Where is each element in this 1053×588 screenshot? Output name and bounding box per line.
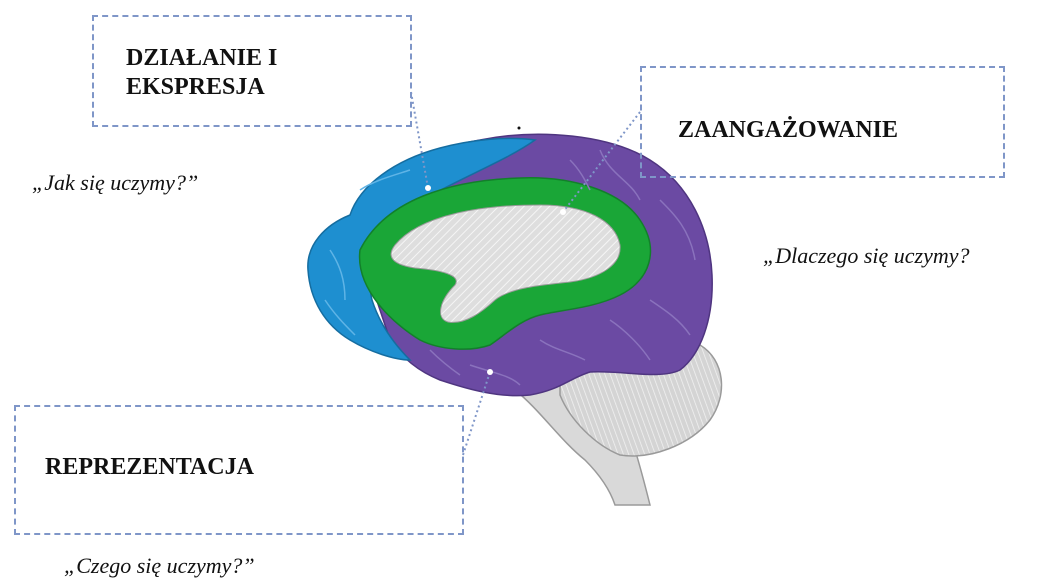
action-expression-question: „Jak się uczymy?” [32, 170, 198, 196]
pointer-dot-action [425, 185, 431, 191]
representation-question: „Czego się uczymy?” [64, 553, 255, 579]
action-expression-title: DZIAŁANIE I EKSPRESJA [126, 44, 277, 102]
engagement-title: ZAANGAŻOWANIE [678, 116, 898, 145]
representation-title: REPREZENTACJA [45, 453, 254, 482]
engagement-question: „Dlaczego się uczymy? [763, 243, 970, 269]
action-expression-title-line2: EKSPRESJA [126, 73, 277, 102]
action-expression-title-line1: DZIAŁANIE I [126, 44, 277, 73]
pointer-dot-engagement [560, 209, 566, 215]
pointer-dot-representation [487, 369, 493, 375]
small-dot [518, 127, 521, 130]
